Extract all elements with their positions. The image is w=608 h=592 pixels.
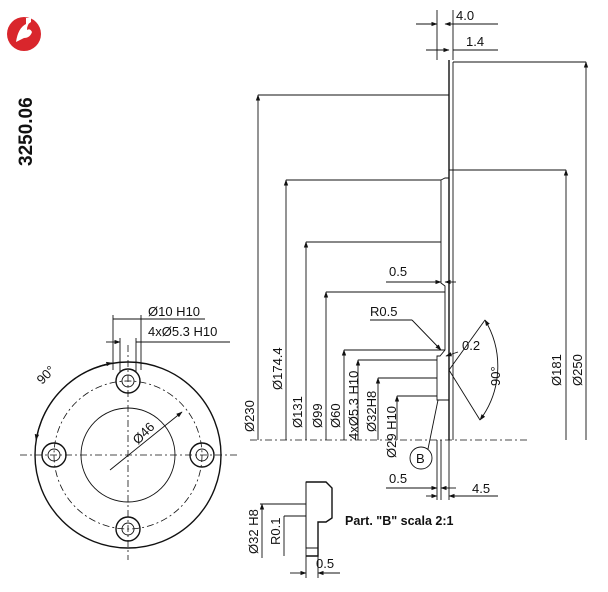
section-dim-step: 0.5 xyxy=(389,264,407,279)
front-view xyxy=(20,315,238,560)
section-dim-right-1: Ø181 xyxy=(549,354,564,386)
brand-logo-icon xyxy=(7,17,41,51)
section-dim-right-2: Ø250 xyxy=(570,354,585,386)
front-hole-dim: Ø10 H10 xyxy=(148,304,200,319)
section-view xyxy=(250,10,589,500)
section-dim-left-4: Ø99 xyxy=(310,403,325,428)
section-dim-top-1: 4.0 xyxy=(456,8,474,23)
bolt-hole xyxy=(115,368,141,394)
section-dim-left-7: Ø32H8 xyxy=(364,391,379,432)
detail-dim-radius: R0.1 xyxy=(268,518,283,545)
section-angle-label: 90° xyxy=(488,366,503,386)
bolt-hole xyxy=(189,442,215,468)
front-angle-label: 90° xyxy=(34,363,59,388)
bolt-hole xyxy=(41,442,67,468)
section-dim-left-8: Ø29 H10 xyxy=(384,406,399,458)
drawing-code: 3250.06 xyxy=(16,97,37,166)
section-dim-left-3: Ø131 xyxy=(290,396,305,428)
detail-callout-label: B xyxy=(416,451,425,466)
front-bolt-hole-dim: 4xØ5.3 H10 xyxy=(148,324,217,339)
section-dim-radius: R0.5 xyxy=(370,304,397,319)
section-dim-left-2: Ø174.4 xyxy=(270,347,285,390)
section-dim-bottom-1: 0.5 xyxy=(389,471,407,486)
section-dim-top-2: 1.4 xyxy=(466,34,484,49)
detail-caption: Part. "B" scala 2:1 xyxy=(345,514,453,528)
section-dim-left-6: 4xØ5.3 H10 xyxy=(346,371,361,440)
section-dim-chamfer: 0.2 xyxy=(462,338,480,353)
detail-dim-bore: Ø32 H8 xyxy=(246,509,261,554)
bolt-hole xyxy=(115,516,141,542)
section-dim-left-1: Ø230 xyxy=(242,400,257,432)
detail-b-view xyxy=(259,481,340,578)
front-bolt-circle-dim: Ø46 xyxy=(130,419,158,447)
section-dim-left-5: Ø60 xyxy=(328,403,343,428)
section-dim-bottom-2: 4.5 xyxy=(472,481,490,496)
detail-dim-width: 0.5 xyxy=(316,556,334,571)
